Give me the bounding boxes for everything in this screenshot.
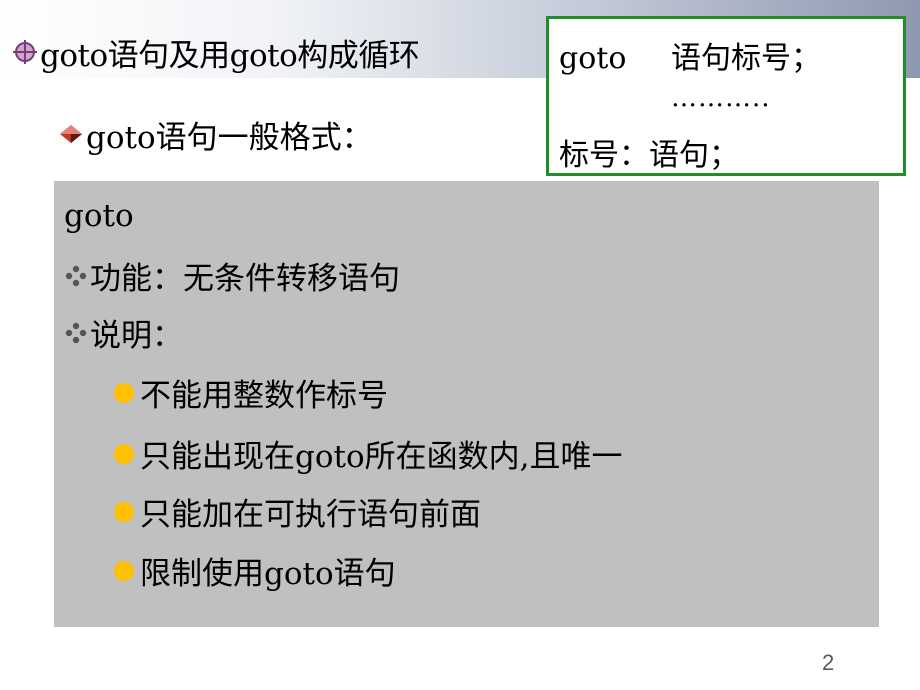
title-row: goto语句及用goto构成循环 (12, 30, 420, 74)
rule-text: 只能出现在goto所在函数内,且唯一 (140, 439, 623, 475)
syntax-ellipsis: ……….. (671, 83, 771, 113)
slide-title: goto语句及用goto构成循环 (40, 37, 420, 74)
page-number: 2 (822, 650, 835, 675)
crosshair-icon (13, 40, 37, 64)
dot-bullet-icon (114, 443, 134, 464)
note-text: 说明： (90, 318, 183, 354)
rule-text: 不能用整数作标号 (140, 378, 388, 414)
subheading: goto语句一般格式： (86, 119, 373, 156)
subheading-row: goto语句一般格式： (58, 112, 373, 156)
star-bullet-icon (65, 322, 87, 343)
dot-bullet-icon (114, 560, 134, 581)
syntax-box: goto 语句标号； ……….. 标号：语句； (546, 16, 906, 176)
panel-keyword: goto (64, 198, 134, 234)
syntax-keyword: goto (559, 41, 627, 76)
diamond-icon (60, 125, 82, 143)
syntax-line-goto: goto 语句标号； (559, 33, 821, 77)
feature-item: 功能：无条件转移语句 (64, 253, 400, 298)
content-panel: goto 功能：无条件转移语句 说明： 不能用整数作标号 只能出现在goto所在… (54, 181, 879, 627)
dot-bullet-icon (114, 501, 134, 522)
note-item: 说明： (64, 310, 183, 355)
star-bullet-icon (65, 265, 87, 286)
rule-text: 限制使用goto语句 (140, 556, 396, 592)
rule-item: 不能用整数作标号 (114, 370, 388, 415)
dot-bullet-icon (114, 382, 134, 403)
feature-text: 功能：无条件转移语句 (90, 261, 400, 297)
syntax-line-label: 标号：语句； (559, 138, 739, 173)
rule-item: 只能出现在goto所在函数内,且唯一 (114, 431, 622, 476)
rule-item: 只能加在可执行语句前面 (114, 489, 481, 534)
rule-text: 只能加在可执行语句前面 (140, 497, 481, 533)
syntax-label-text: 语句标号； (671, 41, 821, 76)
rule-item: 限制使用goto语句 (114, 548, 396, 593)
